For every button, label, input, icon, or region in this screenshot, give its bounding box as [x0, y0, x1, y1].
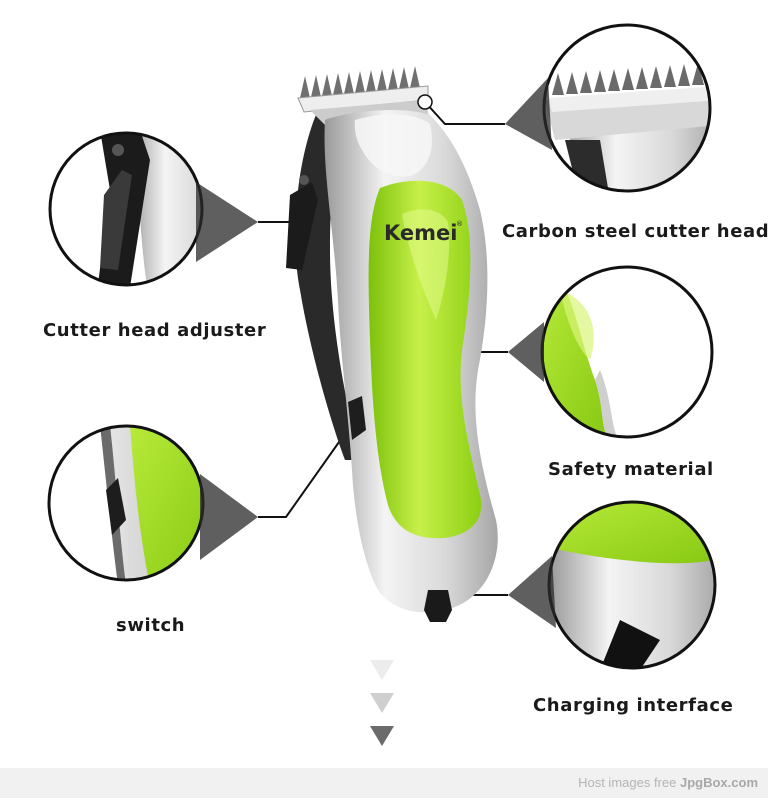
callout-charging [436, 500, 717, 670]
clipper [286, 66, 498, 622]
triangle-down-icon [370, 660, 394, 680]
label-switch: switch [116, 615, 186, 636]
footer-prefix: Host images free [578, 775, 677, 790]
svg-text:®: ® [456, 220, 463, 228]
callout-switch [47, 410, 364, 582]
label-carbon-steel-cutter-head: Carbon steel cutter head [502, 221, 768, 242]
callout-carbon [424, 23, 712, 193]
triangle-down-icon [370, 693, 394, 713]
scroll-hint-arrows [370, 660, 394, 746]
label-cutter-head-adjuster: Cutter head adjuster [43, 320, 267, 341]
callout-adjuster [48, 131, 314, 287]
footer-credit: Host images free JpgBox.com [578, 775, 758, 790]
label-charging-interface: Charging interface [533, 695, 734, 716]
footer-bar: Host images free JpgBox.com [0, 768, 768, 798]
footer-brand-link[interactable]: JpgBox.com [679, 775, 758, 790]
product-illustration: i [47, 23, 717, 746]
label-safety-material: Safety material [548, 459, 714, 480]
triangle-down-icon [370, 726, 394, 746]
brand-logo: Kemei [384, 221, 457, 245]
